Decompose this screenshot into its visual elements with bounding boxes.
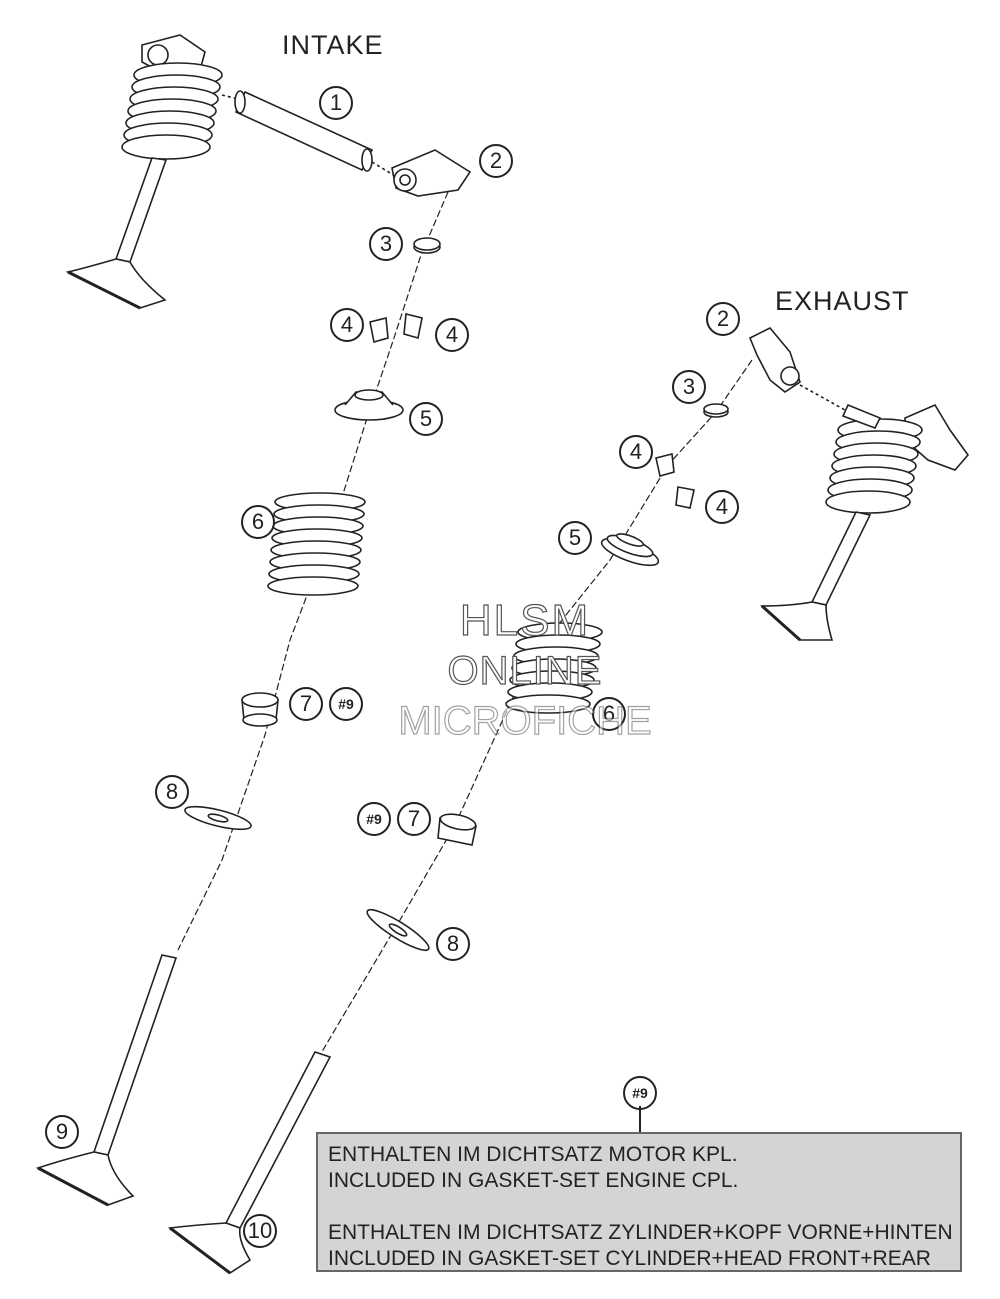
callout-6-exhaust: 6 [592,697,626,731]
exhaust-axis-line [319,359,753,1056]
note-ref-9: #9 [623,1076,657,1110]
callout-8-exhaust: 8 [436,927,470,961]
note-line-3: ENTHALTEN IM DICHTSATZ ZYLINDER+KOPF VOR… [328,1221,953,1244]
part-6-intake-valve-spring [267,492,366,596]
exhaust-title: EXHAUST [775,286,910,316]
part-9-intake-valve [35,954,178,1207]
callout-5-intake: 5 [409,402,443,436]
watermark-line-1: HLSM [459,595,591,645]
note-line-1: ENTHALTEN IM DICHTSATZ MOTOR KPL. [328,1143,738,1166]
part-5-exhaust-spring-retainer [600,533,660,567]
part-4-exhaust-valve-keepers [655,453,695,509]
callout-4-exhaust-upper: 4 [619,435,653,469]
part-8-intake-spring-seat [184,805,252,831]
part-8-exhaust-spring-seat [366,908,430,952]
callout-6-intake: 6 [241,505,275,539]
part-5-intake-spring-retainer [334,389,404,421]
part-3-intake-shim [413,237,441,254]
callout-9: 9 [45,1115,79,1149]
callout-3-exhaust: 3 [672,370,706,404]
note-line-2: INCLUDED IN GASKET-SET ENGINE CPL. [328,1169,739,1192]
watermark-line-2: ONLINE [447,648,603,693]
callout-4-intake-right: 4 [435,318,469,352]
callout-5-exhaust: 5 [558,521,592,555]
intake-assembled-valve [65,34,243,310]
callout-3-intake: 3 [369,227,403,261]
callout-8-intake: 8 [155,775,189,809]
exhaust-assembled-valve [759,384,970,642]
callout-1: 1 [319,86,353,120]
callout-10: 10 [243,1214,277,1248]
part-2-intake-rocker-arm [391,149,472,197]
intake-assembled-spring [121,62,223,160]
callout-4-intake-left: 4 [330,308,364,342]
exhaust-assembled-spring [825,418,923,514]
callout-ref-9-exhaust: #9 [357,802,391,836]
intake-title: INTAKE [282,30,384,60]
note-leader-line [639,1106,641,1132]
callout-2-exhaust: 2 [706,302,740,336]
gasket-set-note: ENTHALTEN IM DICHTSATZ MOTOR KPL. INCLUD… [316,1132,962,1272]
callout-2-intake: 2 [479,144,513,178]
note-spacer [328,1194,960,1220]
part-6-exhaust-valve-spring [505,622,603,714]
part-4-intake-valve-keepers [369,312,423,344]
callout-4-exhaust-lower: 4 [705,490,739,524]
part-1-rocker-shaft [234,90,396,177]
note-line-4: INCLUDED IN GASKET-SET CYLINDER+HEAD FRO… [328,1247,931,1270]
watermark: HLSM ONLINE MICROFICHE [360,595,690,746]
part-3-exhaust-shim [703,403,729,418]
callout-7-exhaust: 7 [397,802,431,836]
part-7-exhaust-valve-stem-seal [437,813,477,846]
watermark-line-3: MICROFICHE [398,698,653,743]
callout-7-intake: 7 [289,687,323,721]
part-7-intake-valve-stem-seal [241,692,279,727]
part-2-exhaust-rocker-arm [748,327,801,393]
callout-ref-9-intake: #9 [329,687,363,721]
part-10-exhaust-valve [167,1051,332,1275]
